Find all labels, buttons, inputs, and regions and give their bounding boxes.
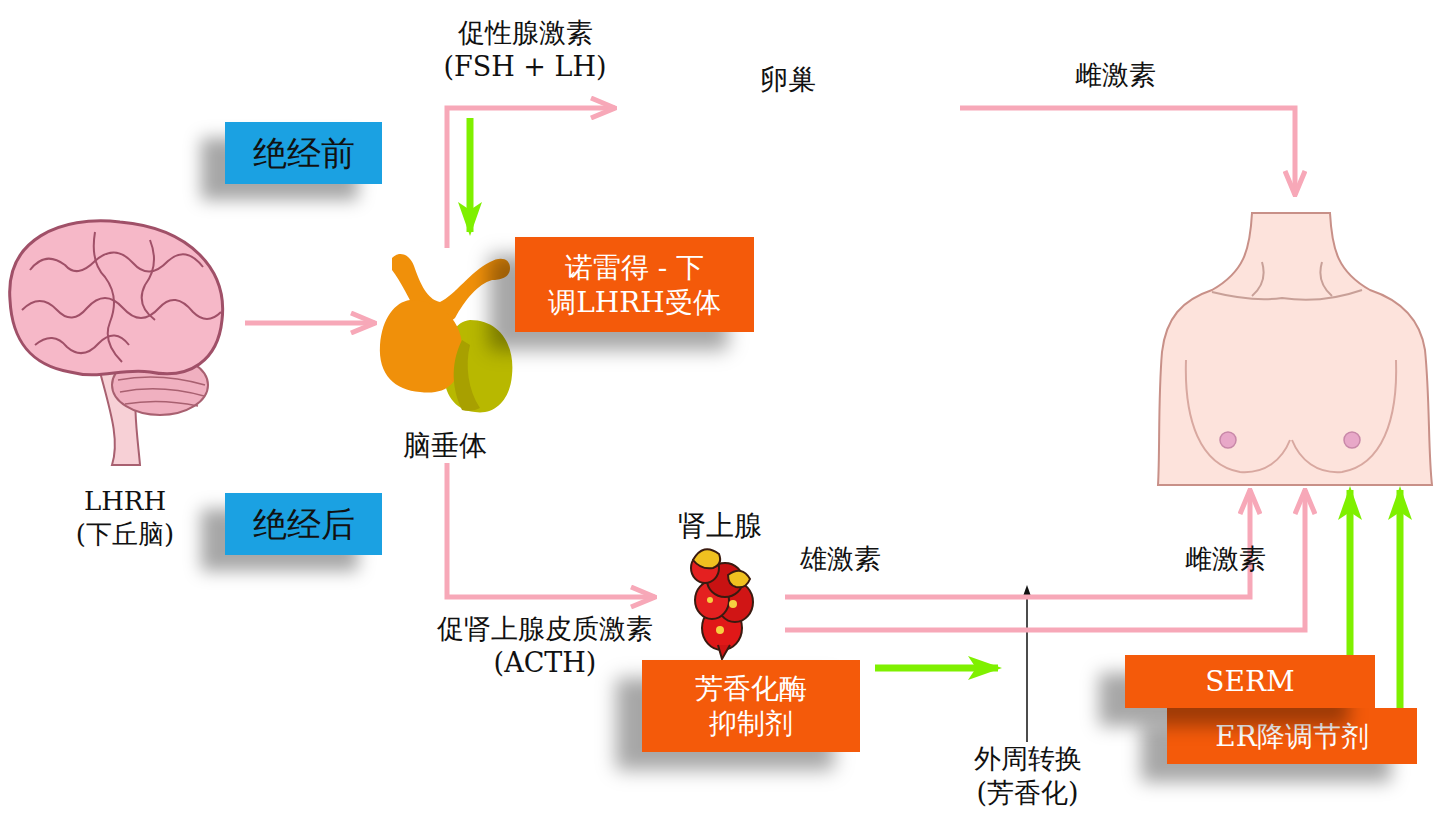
edge-label: 雄激素 [775, 542, 905, 576]
hormone-arrow [245, 321, 375, 326]
adrenal-illustration [691, 549, 753, 659]
hormone-label: 雌激素 [1160, 542, 1290, 576]
torso-illustration [1158, 213, 1432, 485]
drug-action-arrow [1397, 490, 1404, 708]
hormone-arrow [447, 108, 615, 248]
drug-box: 诺雷得 - 下 调LHRH受体 [515, 237, 754, 332]
drug-box: ER降调节剂 [1167, 708, 1417, 764]
node-text: ER降调节剂 [1215, 719, 1369, 754]
green-arrow [467, 118, 474, 232]
node-text: 脑垂体 [403, 428, 487, 463]
drug-action-arrow [1347, 490, 1354, 655]
phase-box: 绝经前 [225, 122, 382, 184]
process-label: 外周转换 (芳香化) [950, 742, 1105, 810]
node-text: 绝经后 [253, 503, 355, 546]
brain-node: LHRH (下丘脑) [5, 215, 245, 550]
node-text: 芳香化酶 抑制剂 [670, 671, 832, 741]
green-arrow [875, 665, 998, 672]
edge-label: 促肾上腺皮质激素 (ACTH) [395, 612, 695, 680]
node-text: 诺雷得 - 下 调LHRH受体 [535, 250, 734, 320]
pituitary-node: 脑垂体 [375, 248, 515, 463]
ovary-node: 卵巢 [615, 62, 960, 120]
node-text: SERM [1205, 664, 1294, 699]
hormone-arrow [960, 108, 1295, 195]
phase-box: 绝经后 [225, 493, 382, 555]
leader-arrow [1026, 592, 1028, 742]
node-text: 绝经前 [253, 132, 355, 175]
pituitary-illustration [380, 254, 513, 412]
hormone-arrow [447, 463, 655, 597]
node-text: 肾上腺 [678, 508, 762, 543]
node-text: LHRH (下丘脑) [50, 485, 200, 550]
node-text: 卵巢 [760, 62, 816, 97]
drug-box: SERM [1125, 655, 1375, 708]
edge-label: 促性腺激素 (FSH + LH) [425, 16, 625, 84]
adrenal-node: 肾上腺 [655, 508, 785, 650]
breast-node [1155, 195, 1435, 490]
drug-box: 芳香化酶 抑制剂 [642, 660, 860, 752]
edge-label: 雌激素 [1040, 58, 1190, 92]
brain-illustration [10, 221, 223, 465]
